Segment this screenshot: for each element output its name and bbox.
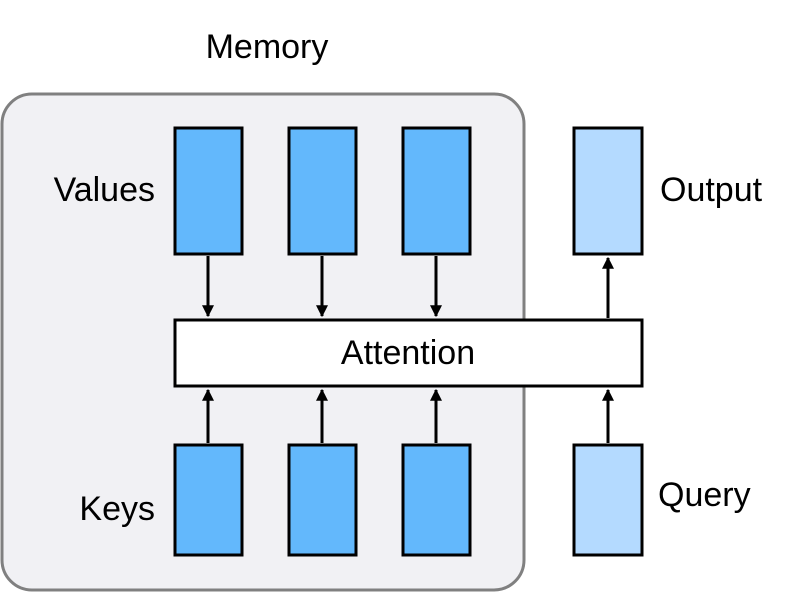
key-box — [401, 443, 472, 557]
value-box — [173, 126, 244, 256]
attention-label: Attention — [341, 334, 475, 372]
output-label: Output — [660, 171, 763, 209]
values-label: Values — [54, 171, 155, 209]
value-box — [287, 126, 358, 256]
key-box — [173, 443, 244, 557]
attention-box — [173, 318, 644, 388]
query-label: Query — [658, 476, 751, 514]
key-box — [287, 443, 358, 557]
memory-title: Memory — [206, 28, 329, 66]
query-box — [572, 443, 644, 557]
value-box — [401, 126, 472, 256]
output-box — [572, 126, 644, 256]
keys-label: Keys — [79, 490, 155, 528]
